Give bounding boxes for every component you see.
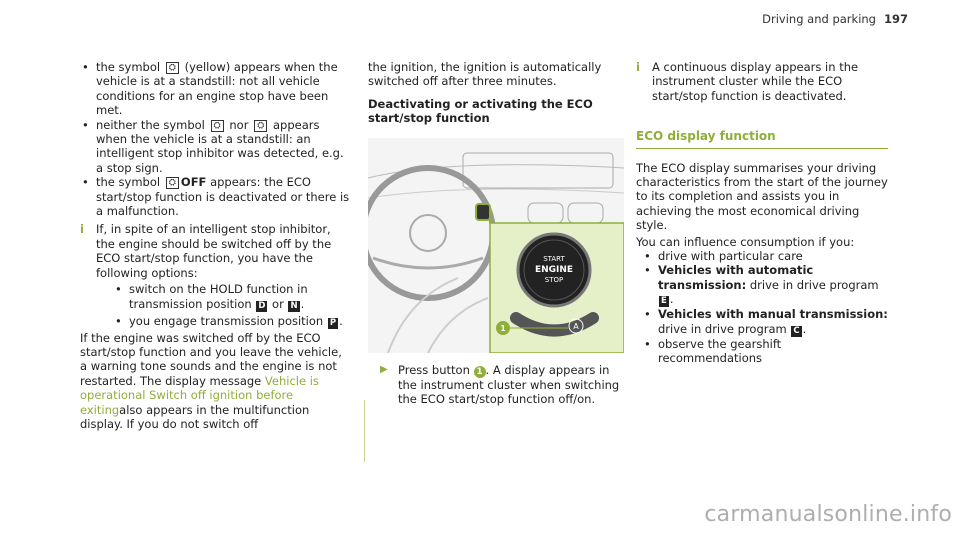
callout-1-icon: 1 [473, 365, 486, 378]
info-icon: i [636, 60, 640, 74]
sub-bullet-hold: switch on the HOLD function in transmiss… [96, 282, 350, 312]
button-stop-label: STOP [545, 276, 563, 284]
key-c-icon: C [791, 325, 802, 337]
info-note-display: i A continuous display appears in the in… [636, 60, 859, 103]
cockpit-illustration: START ENGINE STOP A 1 [368, 137, 624, 353]
bullet-symbol-off: the symbol ⛭OFF appears: the ECO start/s… [80, 175, 350, 218]
paragraph-eco-summary: The ECO display summarises your driving … [636, 160, 888, 233]
bullet-care: drive with particular care [642, 249, 888, 264]
off-label: OFF [180, 175, 207, 190]
button-engine-label: ENGINE [535, 265, 573, 275]
step-press-button: Press button 1. A display appears in the… [368, 363, 624, 407]
watermark: carmanualsonline.info [704, 502, 952, 527]
eco-symbol-icon: ⛭ [165, 177, 179, 190]
bullet-manual: Vehicles with manual transmission: drive… [642, 307, 888, 337]
key-e-icon: E [659, 296, 669, 308]
column-3: i A continuous display appears in the in… [636, 60, 888, 366]
figure-callout-1: 1 [500, 324, 506, 333]
key-p-icon: P [327, 317, 339, 329]
button-start-label: START [543, 255, 565, 263]
column-2: the ignition, the ignition is automatica… [368, 60, 624, 406]
paragraph-warning: If the engine was switched off by the EC… [80, 330, 342, 431]
cockpit-figure: START ENGINE STOP A 1 [368, 137, 624, 353]
eco-symbol-icon: ⛭ [210, 119, 224, 132]
info-note: i If, in spite of an intelligent stop in… [80, 222, 350, 329]
display-message: Vehicle is operational Switch off igniti… [80, 373, 319, 417]
column-divider [364, 400, 365, 462]
bullet-gearshift: observe the gearshift recommendations [642, 337, 888, 366]
bullet-neither-symbol: neither the symbol ⛭ nor ⛭ appears when … [80, 118, 350, 176]
eco-symbol-icon: ⛭ [254, 119, 268, 132]
info-icon: i [80, 222, 84, 237]
paragraph-consumption: You can influence consumption if you: [636, 234, 855, 249]
bullet-automatic: Vehicles with automatic transmission: dr… [642, 263, 888, 308]
eco-symbol-icon: ⛭ [165, 62, 179, 74]
column-1: the symbol ⛭ (yellow) appears when the v… [80, 60, 350, 431]
section-title-eco-display: ECO display function [636, 129, 888, 149]
sub-bullet-park: you engage transmission position P. [96, 314, 350, 329]
eco-button-icon: A [573, 322, 579, 331]
page-header: Driving and parking 197 [762, 12, 908, 26]
page-number: 197 [883, 12, 908, 26]
heading-eco: Deactivating or activating the ECO start… [368, 96, 593, 126]
key-d-icon: D [256, 300, 268, 312]
key-n-icon: N [288, 300, 300, 312]
paragraph-ignition: the ignition, the ignition is automatica… [368, 60, 602, 89]
section-name: Driving and parking [762, 12, 876, 26]
bullet-symbol-yellow: the symbol ⛭ (yellow) appears when the v… [80, 60, 350, 118]
